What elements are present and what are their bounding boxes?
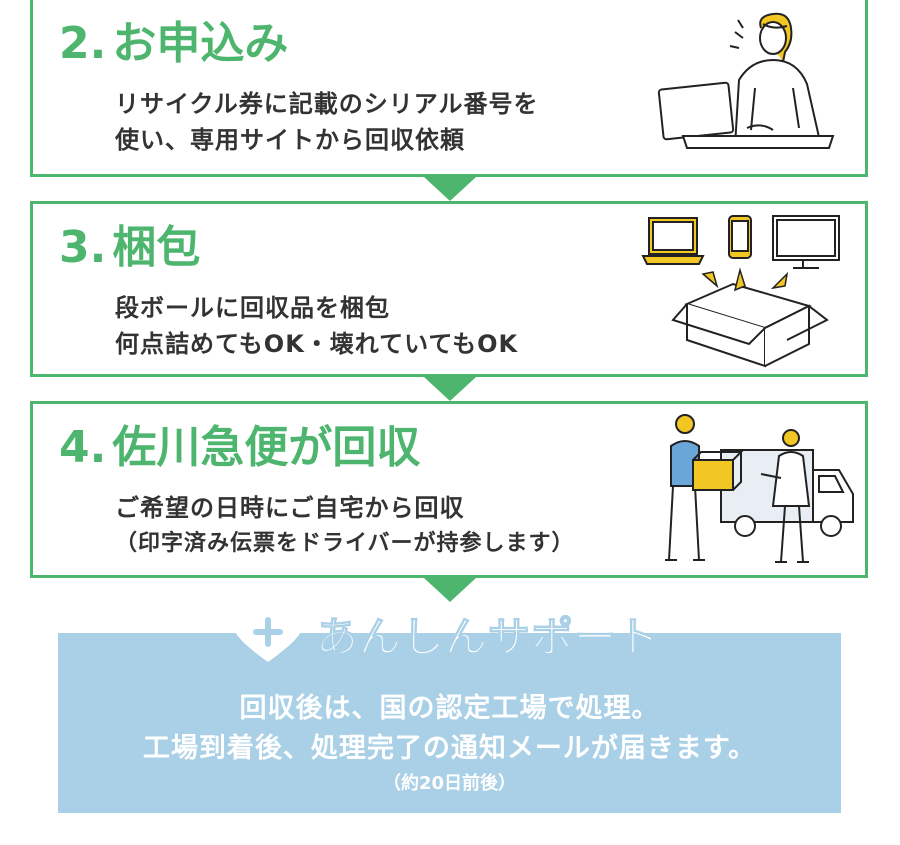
courier-pickup-icon (665, 414, 854, 563)
support-text: 回収後は、国の認定工場で処理。 工場到着後、処理完了の通知メールが届きます。 （… (58, 689, 841, 799)
support-note: （約20日前後） (382, 773, 517, 794)
step-number: 4. (59, 422, 107, 473)
support-line: 工場到着後、処理完了の通知メールが届きます。 (142, 733, 757, 764)
support-title: あんしんサポート (315, 612, 661, 662)
step-title-text: 梱包 (112, 222, 201, 273)
step-number: 3. (59, 222, 107, 273)
support-heading: あんしんサポート (230, 602, 660, 666)
step-4-description: ご希望の日時にご自宅から回収 （印字済み伝票をドライバーが持参します） (115, 490, 575, 562)
support-line: 回収後は、国の認定工場で処理。 (239, 693, 660, 724)
flow-arrow-down-icon (424, 377, 476, 401)
step-2-card: 2.お申込み リサイクル券に記載のシリアル番号を 使い、専用サイトから回収依頼 (30, 0, 868, 177)
heart-plus-icon (232, 604, 304, 662)
description-line: 使い、専用サイトから回収依頼 (115, 126, 465, 154)
devices-into-box-icon (641, 215, 840, 368)
description-line: 何点詰めてもOK・壊れていてもOK (115, 330, 519, 358)
flow-arrow-down-icon (424, 177, 476, 201)
description-line: 段ボールに回収品を梱包 (115, 294, 390, 322)
step-2-title: 2.お申込み (59, 22, 288, 66)
description-line: リサイクル券に記載のシリアル番号を (115, 90, 539, 118)
woman-using-laptop-icon (657, 12, 835, 149)
step-number: 2. (59, 18, 107, 69)
step-title-text: お申込み (112, 18, 289, 69)
support-panel: 回収後は、国の認定工場で処理。 工場到着後、処理完了の通知メールが届きます。 （… (58, 633, 841, 813)
step-4-title: 4.佐川急便が回収 (59, 426, 420, 470)
step-3-description: 段ボールに回収品を梱包 何点詰めてもOK・壊れていてもOK (115, 290, 518, 362)
flow-arrow-down-icon (424, 578, 476, 602)
step-3-title: 3.梱包 (59, 226, 200, 270)
description-line: ご希望の日時にご自宅から回収 (115, 494, 465, 522)
description-note: （印字済み伝票をドライバーが持参します） (115, 531, 575, 556)
step-title-text: 佐川急便が回収 (112, 422, 421, 473)
step-3-card: 3.梱包 段ボールに回収品を梱包 何点詰めてもOK・壊れていてもOK (30, 201, 868, 377)
step-4-card: 4.佐川急便が回収 ご希望の日時にご自宅から回収 （印字済み伝票をドライバーが持… (30, 401, 868, 578)
step-2-description: リサイクル券に記載のシリアル番号を 使い、専用サイトから回収依頼 (115, 86, 539, 158)
